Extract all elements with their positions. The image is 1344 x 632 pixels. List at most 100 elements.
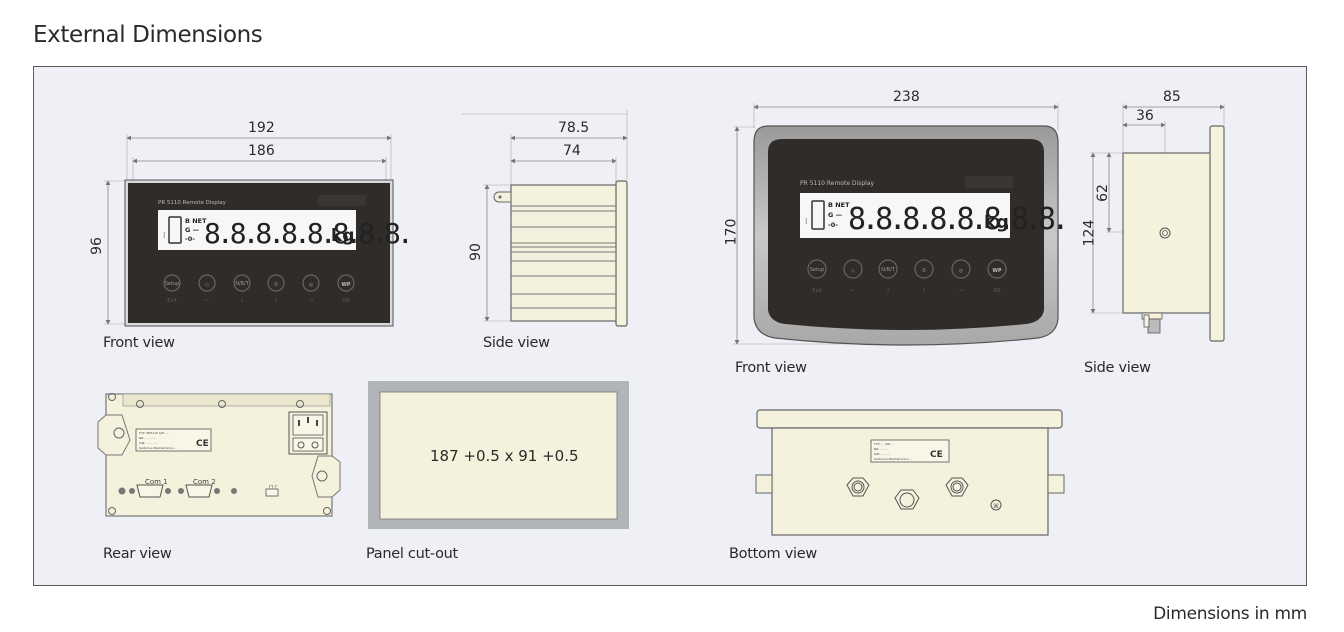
key-wp[interactable]: [337, 274, 355, 292]
dim-label-124: 124: [1081, 219, 1098, 247]
svg-text:Exit: Exit: [167, 298, 177, 304]
ce-mark: CE: [196, 439, 209, 449]
page-title: External Dimensions: [33, 22, 263, 48]
svg-text:◇: ◇: [851, 268, 855, 274]
svg-text:◇: ◇: [205, 282, 209, 288]
svg-text:-0-: -0-: [185, 235, 195, 243]
front-keypad: [163, 274, 355, 292]
caption-panel-cutout: Panel cut-out: [366, 546, 458, 562]
lcd-digits: 8.8.8.8.8.8.8.8.: [204, 217, 410, 250]
dim-label-90: 90: [467, 243, 484, 261]
svg-text:⌘: ⌘: [993, 503, 999, 510]
svg-text:TYP: ... SW: ...: TYP: ... SW: ...: [873, 442, 895, 446]
caption-stainless-bottom: Bottom view: [729, 546, 817, 562]
svg-text:↑: ↑: [274, 298, 278, 304]
svg-text:G —: G —: [828, 211, 843, 219]
lcd-unit: kg: [331, 226, 354, 246]
svg-text:→: →: [959, 288, 963, 294]
key-zero-stainless[interactable]: [914, 259, 934, 279]
svg-text:⁝: ⁝: [805, 217, 808, 226]
svg-text:S/N: ............: S/N: ............: [139, 441, 158, 445]
svg-text:N/B/T: N/B/T: [235, 281, 250, 287]
key-print-stainless[interactable]: [878, 259, 898, 279]
panel-rear-view: TYP: PR5110 SW: ...NR: ........... S/N: …: [97, 393, 341, 517]
svg-text:NR: ...........: NR: ...........: [139, 436, 156, 440]
svg-text:B NET: B NET: [828, 201, 850, 209]
stainless-side-view: [1090, 103, 1225, 342]
svg-text:kg: kg: [984, 212, 1009, 233]
svg-text:·0·: ·0·: [921, 268, 928, 274]
svg-text:8.8.8.8.8.8.8.8.: 8.8.8.8.8.8.8.8.: [848, 202, 1065, 237]
svg-text:TYP: PR5110 SW: ...: TYP: PR5110 SW: ...: [138, 431, 168, 435]
dim-label-238: 238: [893, 89, 920, 105]
caption-panel-front: Front view: [103, 335, 175, 351]
caption-stainless-side: Side view: [1084, 360, 1151, 376]
key-setup[interactable]: [163, 274, 181, 292]
key-setup-stainless[interactable]: [807, 259, 827, 279]
svg-text:PR 5110 Remote Display: PR 5110 Remote Display: [800, 180, 874, 187]
key-wp-stainless[interactable]: [987, 259, 1007, 279]
cutout-spec: 187 +0.5 x 91 +0.5: [430, 447, 579, 465]
cable-gland-side: [1159, 227, 1171, 239]
svg-text:Setup: Setup: [810, 267, 825, 273]
svg-text:◎: ◎: [309, 282, 314, 288]
key-tare-stainless[interactable]: [843, 259, 863, 279]
svg-text:◎: ◎: [959, 268, 964, 274]
caption-panel-side: Side view: [483, 335, 550, 351]
svg-text:WP: WP: [992, 268, 1002, 274]
vent-plug: [990, 499, 1002, 511]
dim-label-192: 192: [248, 120, 275, 136]
port-label-com2: Com 2: [193, 478, 216, 486]
key-zero[interactable]: [267, 274, 285, 292]
svg-text:G —: G —: [185, 226, 200, 234]
dim-label-186: 186: [248, 143, 275, 159]
svg-text:↑: ↑: [922, 288, 926, 294]
svg-text:OK: OK: [342, 298, 350, 304]
lcd-display: [158, 210, 356, 250]
svg-text:Setup: Setup: [165, 281, 180, 287]
key-info[interactable]: [302, 274, 320, 292]
dip-switch: [265, 488, 279, 497]
svg-text:┌┐┌: ┌┐┌: [268, 483, 278, 489]
bottom-type-label: [870, 439, 950, 463]
svg-text:↓: ↓: [240, 298, 244, 304]
svg-text:←: ←: [205, 298, 209, 304]
dim-label-78-5: 78.5: [558, 120, 590, 136]
svg-text:NR: ........: NR: ........: [874, 447, 888, 451]
lcd-display-stainless: [800, 193, 1010, 238]
stainless-bottom-view: TYP: ... SW: ...NR: ........ S/N: ......…: [755, 409, 1065, 536]
key-info-stainless[interactable]: [951, 259, 971, 279]
svg-text:S/N: .........: S/N: .........: [874, 452, 890, 456]
port-label-com1: Com 1: [145, 478, 168, 486]
svg-text:CE: CE: [930, 450, 943, 460]
svg-text:·0·: ·0·: [273, 282, 280, 288]
caption-stainless-front: Front view: [735, 360, 807, 376]
dim-label-170: 170: [723, 218, 740, 246]
svg-text:Sartorius Mechatronics ...: Sartorius Mechatronics ...: [874, 457, 912, 461]
svg-text:B NET: B NET: [185, 217, 207, 225]
panel-side-view: [462, 110, 628, 327]
svg-text:Exit: Exit: [812, 288, 822, 294]
svg-text:←: ←: [851, 288, 855, 294]
stainless-front-view: PR 5110 Remote Display ⁝ B NET G — -0- 8…: [733, 103, 1069, 346]
svg-text:-0-: -0-: [828, 221, 838, 229]
device-model-label: PR 5110 Remote Display: [158, 200, 227, 206]
key-tare[interactable]: [198, 274, 216, 292]
panel-front-view: PR 5110 Remote Display ⁝ B NET G — -0- 8…: [104, 134, 414, 327]
svg-text:OK: OK: [993, 288, 1001, 294]
dim-label-62: 62: [1094, 184, 1111, 202]
com2-port: [178, 484, 220, 498]
svg-text:Sartorius Mechatronics ...: Sartorius Mechatronics ...: [139, 446, 177, 450]
svg-text:→: →: [309, 298, 313, 304]
dim-label-36: 36: [1136, 108, 1154, 124]
units-note: Dimensions in mm: [1153, 604, 1307, 624]
dim-label-85: 85: [1163, 89, 1181, 105]
key-print[interactable]: [233, 274, 251, 292]
panel-cutout: [368, 381, 629, 529]
com1-port: [118, 484, 171, 498]
svg-text:⁝: ⁝: [163, 231, 166, 240]
dim-label-74: 74: [563, 143, 581, 159]
dim-label-96: 96: [88, 237, 105, 255]
svg-text:N/B/T: N/B/T: [881, 267, 896, 273]
